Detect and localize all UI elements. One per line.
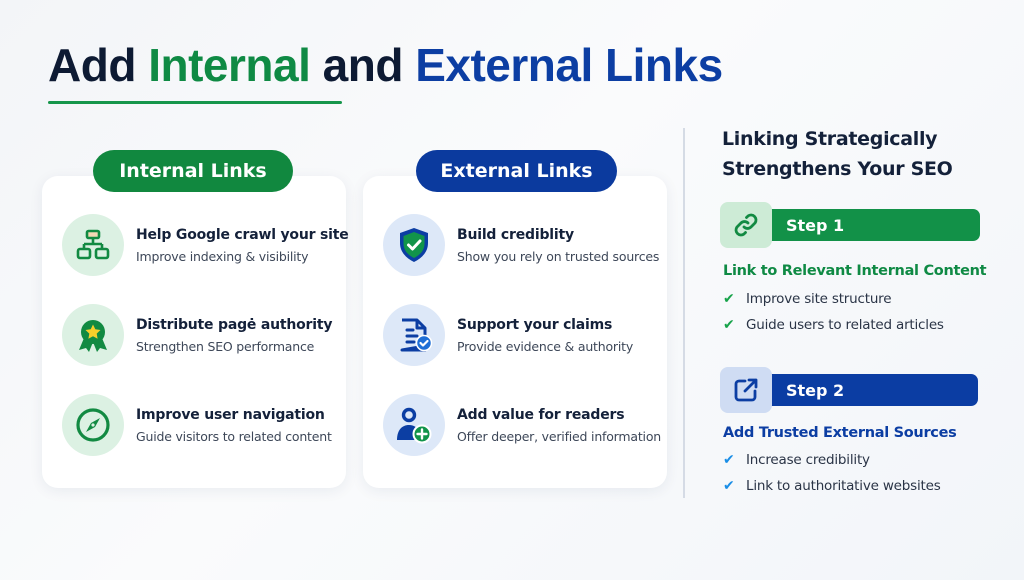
step-2: Step 2	[720, 367, 978, 413]
internal-item-navigation: Improve user navigation Guide visitors t…	[62, 394, 332, 456]
bullet-text: Link to authoritative websites	[746, 478, 941, 494]
item-subtitle: Guide visitors to related content	[136, 428, 332, 444]
compass-icon	[62, 394, 124, 456]
external-links-card: Build crediblity Show you rely on truste…	[363, 176, 667, 488]
title-add: Add	[48, 39, 136, 91]
item-title: Build crediblity	[457, 226, 574, 243]
external-links-label: External Links	[416, 150, 617, 192]
shield-check-icon	[383, 214, 445, 276]
step-2-heading: Add Trusted External Sources	[723, 425, 957, 441]
step-1: Step 1	[720, 202, 980, 248]
step-2-label: Step 2	[770, 374, 978, 406]
item-subtitle: Strengthen SEO performance	[136, 338, 315, 354]
title-external: External Links	[415, 39, 723, 91]
sidebar-title-line2: Strengthens Your SEO	[722, 158, 953, 180]
item-subtitle: Show you rely on trusted sources	[457, 248, 660, 264]
bullet-text: Increase credibility	[746, 452, 870, 468]
item-subtitle: Improve indexing & visibility	[136, 248, 309, 264]
sitemap-icon	[62, 214, 124, 276]
check-icon: ✔	[723, 291, 735, 307]
bullet-text: Guide users to related articles	[746, 317, 944, 333]
external-item-value: Add value for readers Offer deeper, veri…	[383, 394, 661, 456]
step-1-bullet: ✔ Guide users to related articles	[723, 317, 944, 333]
item-title: Help Google crawl your site	[136, 226, 349, 243]
document-check-icon	[383, 304, 445, 366]
step-1-heading: Link to Relevant Internal Content	[723, 263, 987, 279]
step-1-bullet: ✔ Improve site structure	[723, 291, 892, 307]
external-link-icon	[720, 367, 772, 413]
item-title: Improve user navigation	[136, 406, 325, 423]
internal-item-crawl: Help Google crawl your site Improve inde…	[62, 214, 349, 276]
step-2-bullet: ✔ Link to authoritative websites	[723, 478, 941, 494]
internal-links-card: Help Google crawl your site Improve inde…	[42, 176, 349, 488]
award-badge-icon	[62, 304, 124, 366]
internal-item-authority: Distribute pagė authority Strengthen SEO…	[62, 304, 332, 366]
check-icon: ✔	[723, 478, 735, 494]
internal-links-label: Internal Links	[93, 150, 293, 192]
check-icon: ✔	[723, 452, 735, 468]
page-title: Add Internal and External Links	[48, 38, 723, 92]
user-add-icon	[383, 394, 445, 456]
sidebar-title-line1: Linking Strategically	[722, 128, 938, 150]
sidebar-title: Linking Strategically Strengthens Your S…	[722, 124, 953, 184]
title-internal: Internal	[148, 39, 311, 91]
item-title: Distribute pagė authority	[136, 316, 333, 333]
item-subtitle: Provide evidence & authority	[457, 338, 634, 354]
bullet-text: Improve site structure	[746, 291, 892, 307]
check-icon: ✔	[723, 317, 735, 333]
item-title: Add value for readers	[457, 406, 625, 423]
step-2-bullet: ✔ Increase credibility	[723, 452, 870, 468]
link-icon	[720, 202, 772, 248]
section-divider	[683, 128, 685, 498]
item-subtitle: Offer deeper, verified information	[457, 428, 661, 444]
step-1-label: Step 1	[770, 209, 980, 241]
item-title: Support your claims	[457, 316, 613, 333]
title-and: and	[322, 39, 404, 91]
title-underline	[48, 101, 342, 104]
external-item-credibility: Build crediblity Show you rely on truste…	[383, 214, 659, 276]
external-item-claims: Support your claims Provide evidence & a…	[383, 304, 633, 366]
